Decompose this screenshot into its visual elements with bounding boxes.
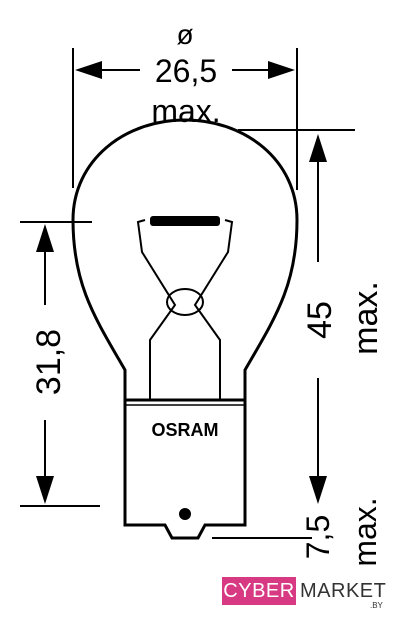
diameter-value: 26,5 [155,53,217,89]
cybermarket-watermark: CYBER MARKET .BY [222,577,392,611]
right-dim-value: 45 [301,301,339,339]
diameter-arrowhead-left [75,61,102,79]
left-dim-arrowhead-top [36,224,54,252]
base-pin [179,508,191,520]
right-dim-arrowhead-bottom [309,476,327,504]
bulb-base [123,398,247,540]
diameter-arrowhead-right [268,61,295,79]
watermark-market: MARKET [300,580,387,602]
base-dim-value: 7,5 [300,515,336,559]
filament [150,216,220,226]
base-dim-suffix: max. [347,497,383,566]
diameter-symbol: ø [176,19,193,50]
watermark-tld: .BY [370,601,383,610]
right-dim-suffix: max. [347,281,385,355]
left-dim-arrowhead-bottom [36,476,54,504]
glass-bead [166,288,204,316]
bulb-glass-outline [71,118,299,400]
left-dim-value: 31,8 [30,329,68,395]
filament-support-left [136,219,177,400]
watermark-cyber: CYBER [222,577,296,605]
brand-label: OSRAM [152,420,219,440]
right-dim-arrowhead-top [309,134,327,162]
filament-support-right [193,219,234,400]
